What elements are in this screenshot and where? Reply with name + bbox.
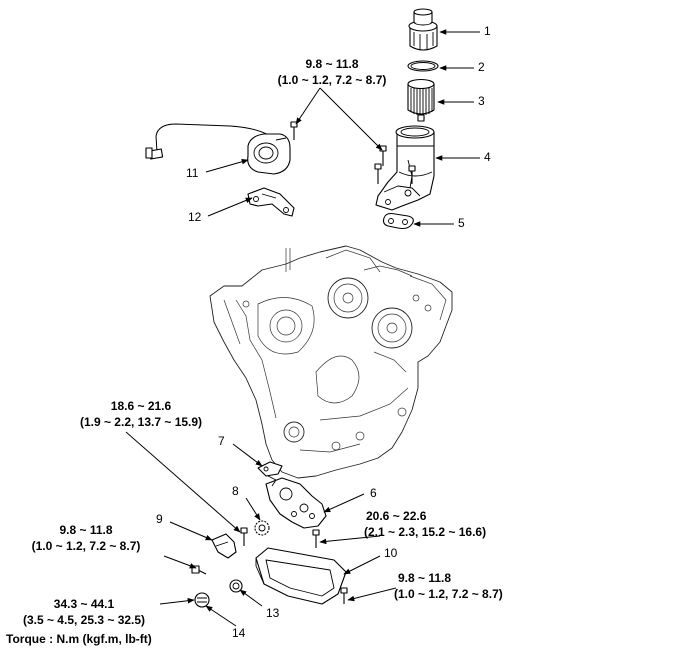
torque-spec-filter-housing: 9.8 ~ 11.8 (1.0 ~ 1.2, 7.2 ~ 8.7)	[256, 56, 408, 88]
torque-spec-secondary: (1.0 ~ 1.2, 7.2 ~ 8.7)	[394, 587, 503, 601]
oil-filter-element-part	[407, 78, 435, 122]
callout-2: 2	[478, 60, 485, 74]
pump-bolt	[240, 527, 320, 548]
callout-5: 5	[458, 216, 465, 230]
torque-spec-secondary: (3.5 ~ 4.5, 25.3 ~ 32.5)	[22, 613, 146, 627]
torque-spec-secondary: (1.0 ~ 1.2, 7.2 ~ 8.7)	[31, 539, 141, 553]
callout-9: 9	[156, 512, 163, 526]
torque-spec-drain-plug: 34.3 ~ 44.1 (3.5 ~ 4.5, 25.3 ~ 32.5)	[0, 596, 168, 628]
callout-13: 13	[266, 606, 280, 620]
torque-unit-footnote: Torque : N.m (kgf.m, lb-ft)	[6, 632, 152, 646]
callout-1: 1	[484, 24, 491, 38]
torque-spec-secondary: (1.0 ~ 1.2, 7.2 ~ 8.7)	[277, 73, 387, 87]
pump-gasket-part	[257, 461, 283, 477]
torque-leaders	[125, 87, 397, 605]
callout-11: 11	[186, 166, 199, 180]
callout-8: 8	[232, 484, 239, 498]
torque-spec-primary: 18.6 ~ 21.6	[110, 399, 172, 413]
oil-filter-cap-part	[408, 8, 438, 51]
torque-spec-oil-pan-bolt: 9.8 ~ 11.8 (1.0 ~ 1.2, 7.2 ~ 8.7)	[394, 570, 554, 602]
engine-block-illustration	[209, 245, 453, 479]
callout-leaders	[169, 29, 480, 627]
torque-spec-secondary: (1.9 ~ 2.2, 13.7 ~ 15.9)	[79, 415, 203, 429]
o-ring-part	[407, 60, 439, 72]
callout-3: 3	[478, 94, 485, 108]
callout-6: 6	[370, 486, 377, 500]
torque-spec-primary: 9.8 ~ 11.8	[305, 57, 359, 71]
torque-spec-pump-lower-bolt: 20.6 ~ 22.6 (2.1 ~ 2.3, 15.2 ~ 16.6)	[364, 508, 524, 540]
torque-spec-pump-bolt: 18.6 ~ 21.6 (1.9 ~ 2.2, 13.7 ~ 15.9)	[56, 398, 226, 430]
housing-bolt	[374, 145, 416, 184]
torque-spec-secondary: (2.1 ~ 2.3, 15.2 ~ 16.6)	[364, 525, 487, 539]
oil-pump-part	[265, 475, 327, 529]
oil-pump-sprocket-part	[254, 520, 270, 536]
torque-spec-baffle-bolt: 9.8 ~ 11.8 (1.0 ~ 1.2, 7.2 ~ 8.7)	[8, 522, 164, 554]
callout-10: 10	[384, 546, 398, 560]
callout-14: 14	[232, 626, 246, 640]
housing-gasket-part	[382, 212, 414, 230]
baffle-plate-part	[211, 533, 237, 559]
sensor-part	[145, 123, 291, 175]
torque-spec-primary: 34.3 ~ 44.1	[53, 597, 115, 611]
callout-7: 7	[218, 434, 225, 448]
oil-filter-housing-part	[375, 125, 435, 211]
sensor-bolt	[290, 121, 298, 140]
oil-pan-part	[255, 547, 347, 605]
sensor-bracket-part	[247, 187, 295, 217]
torque-spec-primary: 9.8 ~ 11.8	[59, 523, 113, 537]
torque-spec-primary: 9.8 ~ 11.8	[398, 571, 452, 585]
callout-12: 12	[188, 210, 202, 224]
callout-4: 4	[484, 150, 491, 164]
torque-spec-primary: 20.6 ~ 22.6	[366, 509, 427, 523]
oil-pan-bolt	[340, 587, 348, 604]
seal-ring-part	[229, 579, 243, 593]
drain-plug-part	[194, 592, 210, 608]
